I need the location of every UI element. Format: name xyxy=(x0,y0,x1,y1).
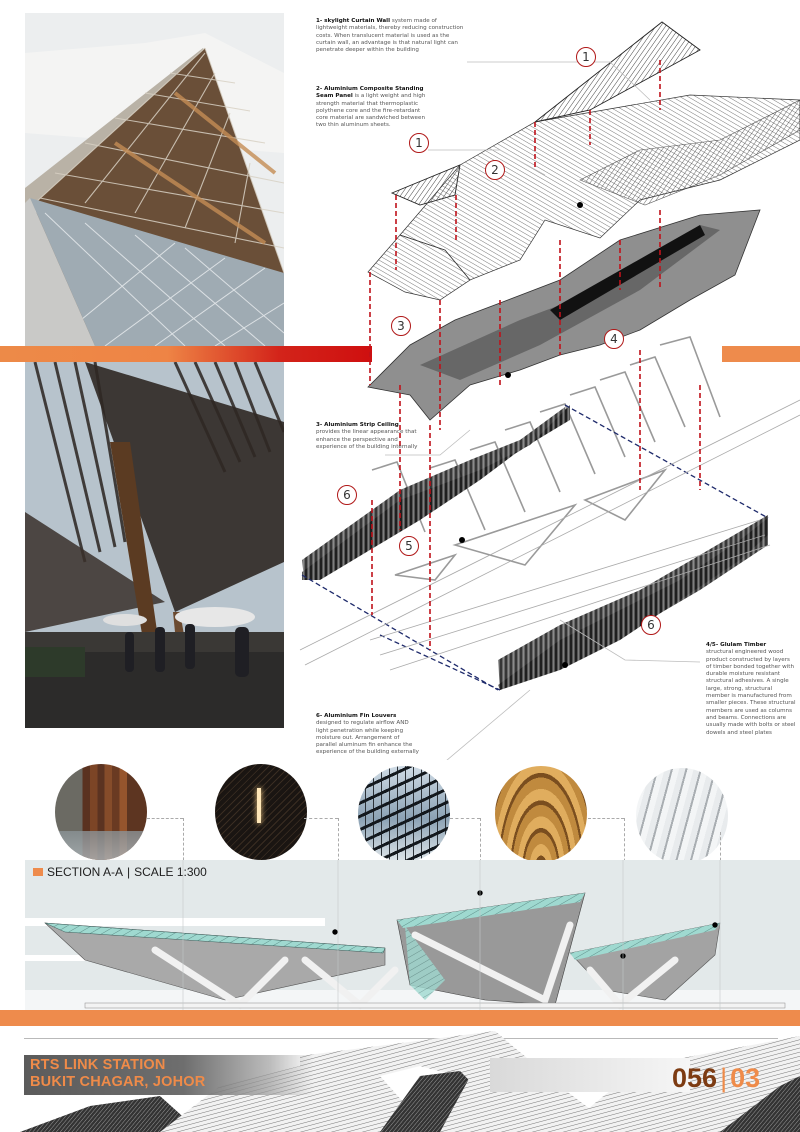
note-body: system made of lightweight materials, th… xyxy=(316,18,464,54)
footer-rule-left xyxy=(24,1038,454,1039)
material-glulam-timber-sample xyxy=(495,766,587,862)
material-link-line xyxy=(183,818,184,890)
skylight-render-illustration xyxy=(25,13,284,346)
project-name: RTS LINK STATION xyxy=(30,1057,166,1073)
marker-6-fin-louver-right: 6 xyxy=(641,615,661,635)
note-title: 2- Aluminium Composite Standing Seam Pan… xyxy=(316,86,424,100)
accent-band-right xyxy=(722,346,800,362)
section-title: SECTION A-A xyxy=(47,865,124,879)
marker-2-seam-panel: 2 xyxy=(485,160,505,180)
marker-1-skylight-upper: 1 xyxy=(576,47,596,67)
marker-6-fin-louver-left: 6 xyxy=(337,485,357,505)
accent-band-left xyxy=(0,346,372,362)
section-a-a-panel: SECTION A-A | SCALE 1:300 xyxy=(25,860,800,1010)
note-body: structural engineered wood product const… xyxy=(706,649,796,736)
footer-roof-illustration xyxy=(20,1031,800,1132)
marker-1-skylight-lower: 1 xyxy=(409,133,429,153)
project-title: RTS LINK STATION BUKIT CHAGAR, JOHOR xyxy=(30,1057,205,1091)
note-title: 1- skylight Curtain Wall xyxy=(316,18,391,24)
exterior-skylight-render xyxy=(25,13,284,346)
note-body: provides the linear appearance that enha… xyxy=(316,429,418,450)
note-skylight-curtain-wall: 1- skylight Curtain Wall system made of … xyxy=(316,18,466,54)
note-title: 3- Aluminium Strip Ceiling xyxy=(316,422,399,428)
section-separator: | xyxy=(127,865,131,879)
project-title-block: RTS LINK STATION BUKIT CHAGAR, JOHOR xyxy=(24,1055,314,1095)
marker-4-glulam-frame: 4 xyxy=(604,329,624,349)
note-body: is a light weight and high strength mate… xyxy=(316,93,426,129)
sheet-number-backdrop xyxy=(490,1058,690,1092)
note-title: 6- Aluminium Fin Louvers xyxy=(316,713,397,719)
note-strip-ceiling: 3- Aluminium Strip Ceiling provides the … xyxy=(316,422,421,451)
material-link-line xyxy=(588,818,624,819)
section-swatch-icon xyxy=(33,868,43,876)
note-standing-seam-panel: 2- Aluminium Composite Standing Seam Pan… xyxy=(316,86,428,130)
sheet-number-separator: | xyxy=(720,1063,728,1093)
material-link-line xyxy=(147,818,183,819)
material-fin-louver-sample xyxy=(55,764,147,860)
note-title: 4/5- Glulam Timber xyxy=(706,642,767,648)
marker-5-glulam-truss: 5 xyxy=(399,536,419,556)
section-drawing xyxy=(25,860,800,1010)
section-heading: SECTION A-A | SCALE 1:300 xyxy=(33,865,207,879)
concourse-render-illustration xyxy=(25,362,284,728)
material-link-line xyxy=(450,818,480,819)
material-curtain-wall-sample xyxy=(358,766,450,862)
material-link-line xyxy=(304,818,338,819)
accent-band-bottom xyxy=(0,1010,800,1026)
marker-3-strip-ceiling: 3 xyxy=(391,316,411,336)
section-scale: SCALE 1:300 xyxy=(134,865,207,879)
footer-rule-right xyxy=(500,1038,778,1039)
note-body: designed to regulate airflow AND light p… xyxy=(316,720,419,756)
exploded-axonometric-diagram xyxy=(299,21,800,760)
material-strip-ceiling-sample xyxy=(215,764,307,860)
sheet-number-main: 056 xyxy=(672,1063,718,1093)
material-standing-seam-sample xyxy=(636,768,728,864)
note-fin-louvers: 6- Aluminium Fin Louvers designed to reg… xyxy=(316,713,420,757)
material-link-line xyxy=(480,818,481,888)
note-glulam-timber: 4/5- Glulam Timber structural engineered… xyxy=(706,642,796,737)
sheet-number: 056|03 xyxy=(672,1063,760,1093)
interior-concourse-render xyxy=(25,362,284,728)
project-location: BUKIT CHAGAR, JOHOR xyxy=(30,1074,206,1090)
sheet-number-sub: 03 xyxy=(730,1063,761,1093)
